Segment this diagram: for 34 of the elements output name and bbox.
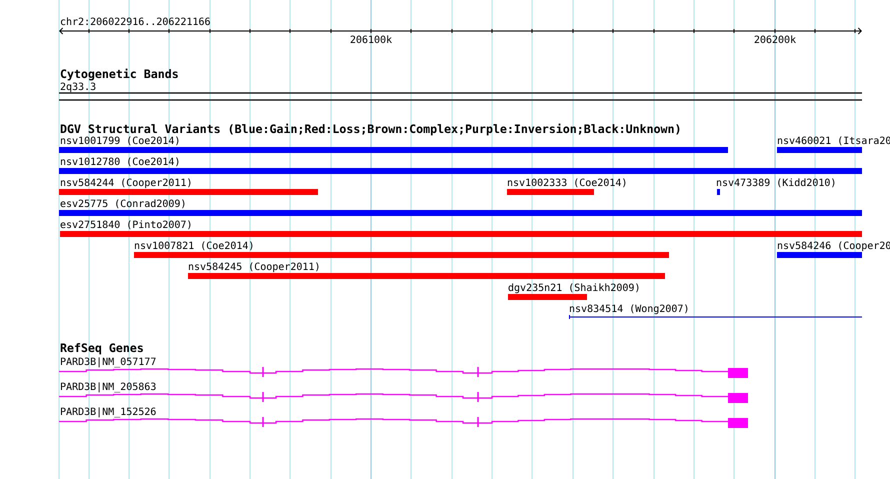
ruler-position-label: chr2:206022916..206221166 <box>60 17 210 26</box>
variant-bar: nsv1001799 (Coe2014) <box>59 136 728 153</box>
track-heading: RefSeq Genes <box>60 343 143 354</box>
node-label: PARD3B|NM_057177 <box>60 357 156 368</box>
node-label: esv25775 (Conrad2009) <box>60 199 184 208</box>
node-label: nsv1012780 (Coe2014) <box>60 157 178 166</box>
variant-bar: nsv1002333 (Coe2014) <box>507 178 626 195</box>
node-label: dgv235n21 (Shaikh2009) <box>508 283 638 294</box>
track-heading: DGV Structural Variants (Blue:Gain;Red:Loss;Brown:Complex;Purple:Inversion;Black:Unknown) <box>60 124 680 136</box>
variant-bar: nsv1007821 (Coe2014) <box>134 241 669 258</box>
node-label: nsv1001799 (Coe2014) <box>60 136 178 146</box>
node-label: esv2751840 (Pinto2007) <box>60 220 190 230</box>
node-label: PARD3B|NM_205863 <box>60 382 156 392</box>
gene-model: PARD3B|NM_205863 <box>59 382 748 403</box>
node-label: PARD3B|NM_152526 <box>60 407 156 418</box>
tick-label: 206100k <box>350 35 392 44</box>
variant-bar: nsv584245 (Cooper2011) <box>188 262 665 279</box>
variant-bar: nsv834514 (Wong2007) <box>568 304 862 319</box>
gene-model: PARD3B|NM_057177 <box>59 357 748 378</box>
variant-bar: esv2751840 (Pinto2007) <box>60 220 862 237</box>
node-label: nsv473389 (Kidd2010) <box>716 178 834 188</box>
variant-bar: dgv235n21 (Shaikh2009) <box>508 283 638 300</box>
node-label: nsv834514 (Wong2007) <box>570 304 688 314</box>
variant-bar: nsv473389 (Kidd2010) <box>716 178 834 195</box>
gene-model: PARD3B|NM_152526 <box>59 407 748 428</box>
node-label: nsv584245 (Cooper2011) <box>188 262 318 272</box>
node-label: nsv584244 (Cooper2011) <box>60 178 190 188</box>
variant-bar: nsv584244 (Cooper2011) <box>59 178 318 195</box>
cytoband: 2q33.3 <box>59 82 862 101</box>
tick-label: 206200k <box>754 35 796 44</box>
variant-bar: esv25775 (Conrad2009) <box>59 199 862 216</box>
node-label: nsv1002333 (Coe2014) <box>508 178 626 188</box>
node-label: nsv1007821 (Coe2014) <box>134 241 252 250</box>
variant-bar: nsv1012780 (Coe2014) <box>59 157 862 174</box>
